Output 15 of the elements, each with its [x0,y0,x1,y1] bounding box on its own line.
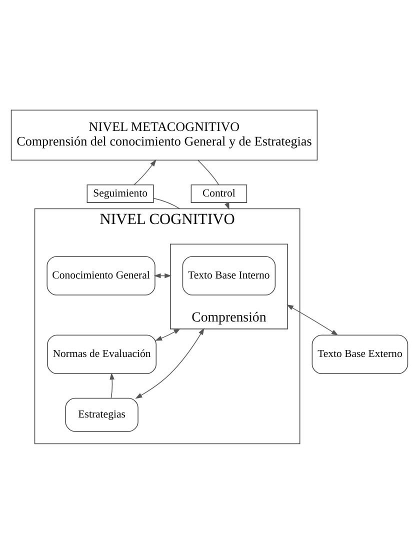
node-box: Texto Base Externo [312,334,408,374]
connector [153,197,180,209]
arrow [286,304,338,336]
node-box: Seguimiento [86,184,154,202]
arrow [134,158,156,185]
connector [198,160,219,185]
node-box: Conocimiento General [46,256,156,295]
node-box: NIVEL METACOGNITIVO Comprensión del conocimiento General y de Estrategias [10,109,318,160]
node-box: Estrategias [65,397,138,432]
node-box: Texto Base Interno [182,256,276,295]
arrow [110,372,114,398]
arrow [155,328,181,340]
node-box: Normas de Evaluación [47,334,157,374]
arrow [135,327,204,398]
arrow [224,202,230,210]
